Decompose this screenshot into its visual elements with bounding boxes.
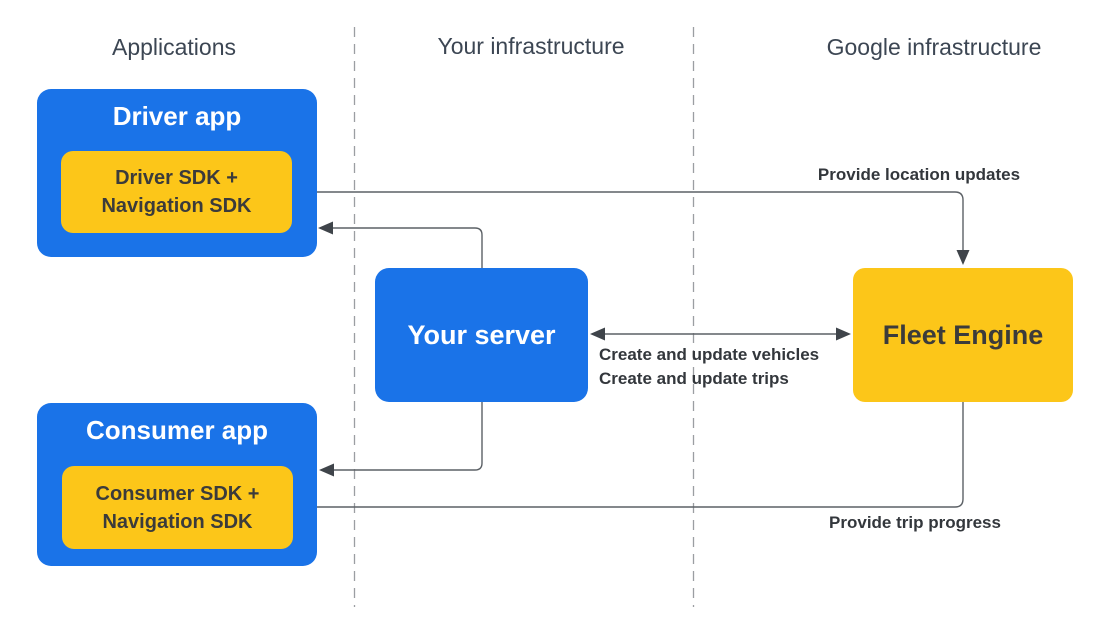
your-server-node: Your server	[375, 268, 588, 402]
edge-label-provide-location-updates: Provide location updates	[817, 165, 1021, 184]
column-header-your-infrastructure: Your infrastructure	[437, 33, 625, 59]
column-header-applications: Applications	[111, 34, 237, 60]
driver-sdk-node: Driver SDK + Navigation SDK	[61, 151, 292, 233]
your-server-title: Your server	[407, 319, 556, 350]
consumer-sdk-line2: Navigation SDK	[102, 510, 253, 533]
edge-server-fleet-engine	[590, 327, 851, 341]
edge-server-to-driver-app	[318, 221, 483, 268]
driver-app-title: Driver app	[112, 101, 242, 131]
edge-provide-location-updates	[292, 191, 970, 265]
driver-sdk-line2: Navigation SDK	[101, 195, 252, 217]
driver-sdk-line1: Driver SDK +	[115, 167, 238, 189]
edge-label-create-update: Create and update vehicles Create and up…	[599, 343, 819, 391]
edge-label-create-update-vehicles: Create and update vehicles	[599, 345, 820, 364]
consumer-sdk-node: Consumer SDK + Navigation SDK	[62, 466, 293, 549]
edge-label-create-update-trips: Create and update trips	[599, 369, 789, 388]
fleet-engine-node: Fleet Engine	[853, 268, 1073, 402]
column-header-google-infrastructure: Google infrastructure	[826, 34, 1042, 60]
edge-server-to-consumer-app	[319, 402, 483, 477]
consumer-sdk-line1: Consumer SDK +	[95, 482, 260, 505]
edge-label-provide-trip-progress: Provide trip progress	[829, 513, 1001, 532]
edge-provide-trip-progress	[295, 402, 964, 514]
fleet-engine-title: Fleet Engine	[882, 319, 1044, 350]
consumer-app-title: Consumer app	[85, 415, 269, 445]
